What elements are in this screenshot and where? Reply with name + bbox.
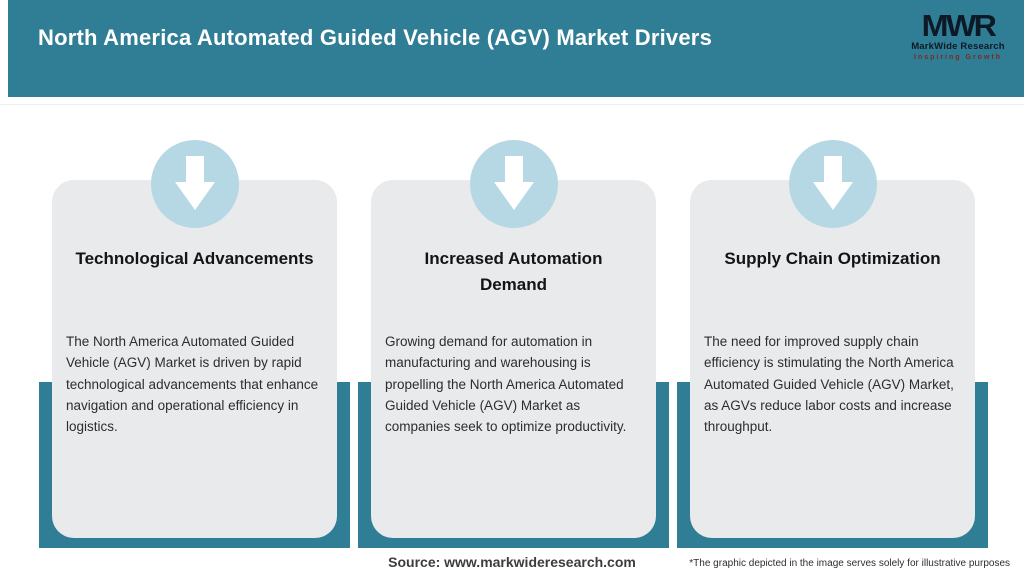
down-arrow-badge [788,140,877,228]
header-bar: North America Automated Guided Vehicle (… [8,0,1024,97]
card-title: Technological Advancements [75,249,314,268]
driver-card-3: Supply Chain Optimization The need for i… [677,140,988,552]
markwide-logo: MWR MarkWide Research Inspiring Growth [908,10,1008,61]
card-title: Increased Automation Demand [424,249,603,294]
card-body: The North America Automated Guided Vehic… [66,334,319,435]
page-title: North America Automated Guided Vehicle (… [38,25,713,50]
card-surface: Supply Chain Optimization The need for i… [690,180,975,538]
logo-name: MarkWide Research [911,41,1005,52]
header-divider [0,104,1024,105]
down-arrow-badge [469,140,558,228]
down-arrow-icon [812,155,853,210]
driver-card-2: Increased Automation Demand Growing dema… [358,140,669,552]
card-surface: Technological Advancements The North Ame… [52,180,337,538]
down-arrow-icon [174,155,215,210]
disclaimer-text: *The graphic depicted in the image serve… [689,558,1010,569]
source-text: Source: www.markwideresearch.com [388,554,636,570]
down-arrow-icon [493,155,534,210]
card-surface: Increased Automation Demand Growing dema… [371,180,656,538]
card-title: Supply Chain Optimization [724,249,941,268]
logo-tagline: Inspiring Growth [914,53,1002,61]
driver-card-1: Technological Advancements The North Ame… [39,140,350,552]
down-arrow-badge [150,140,239,228]
card-body: The need for improved supply chain effic… [704,334,954,435]
card-body: Growing demand for automation in manufac… [385,334,627,435]
logo-monogram-icon: MWR [921,8,997,43]
